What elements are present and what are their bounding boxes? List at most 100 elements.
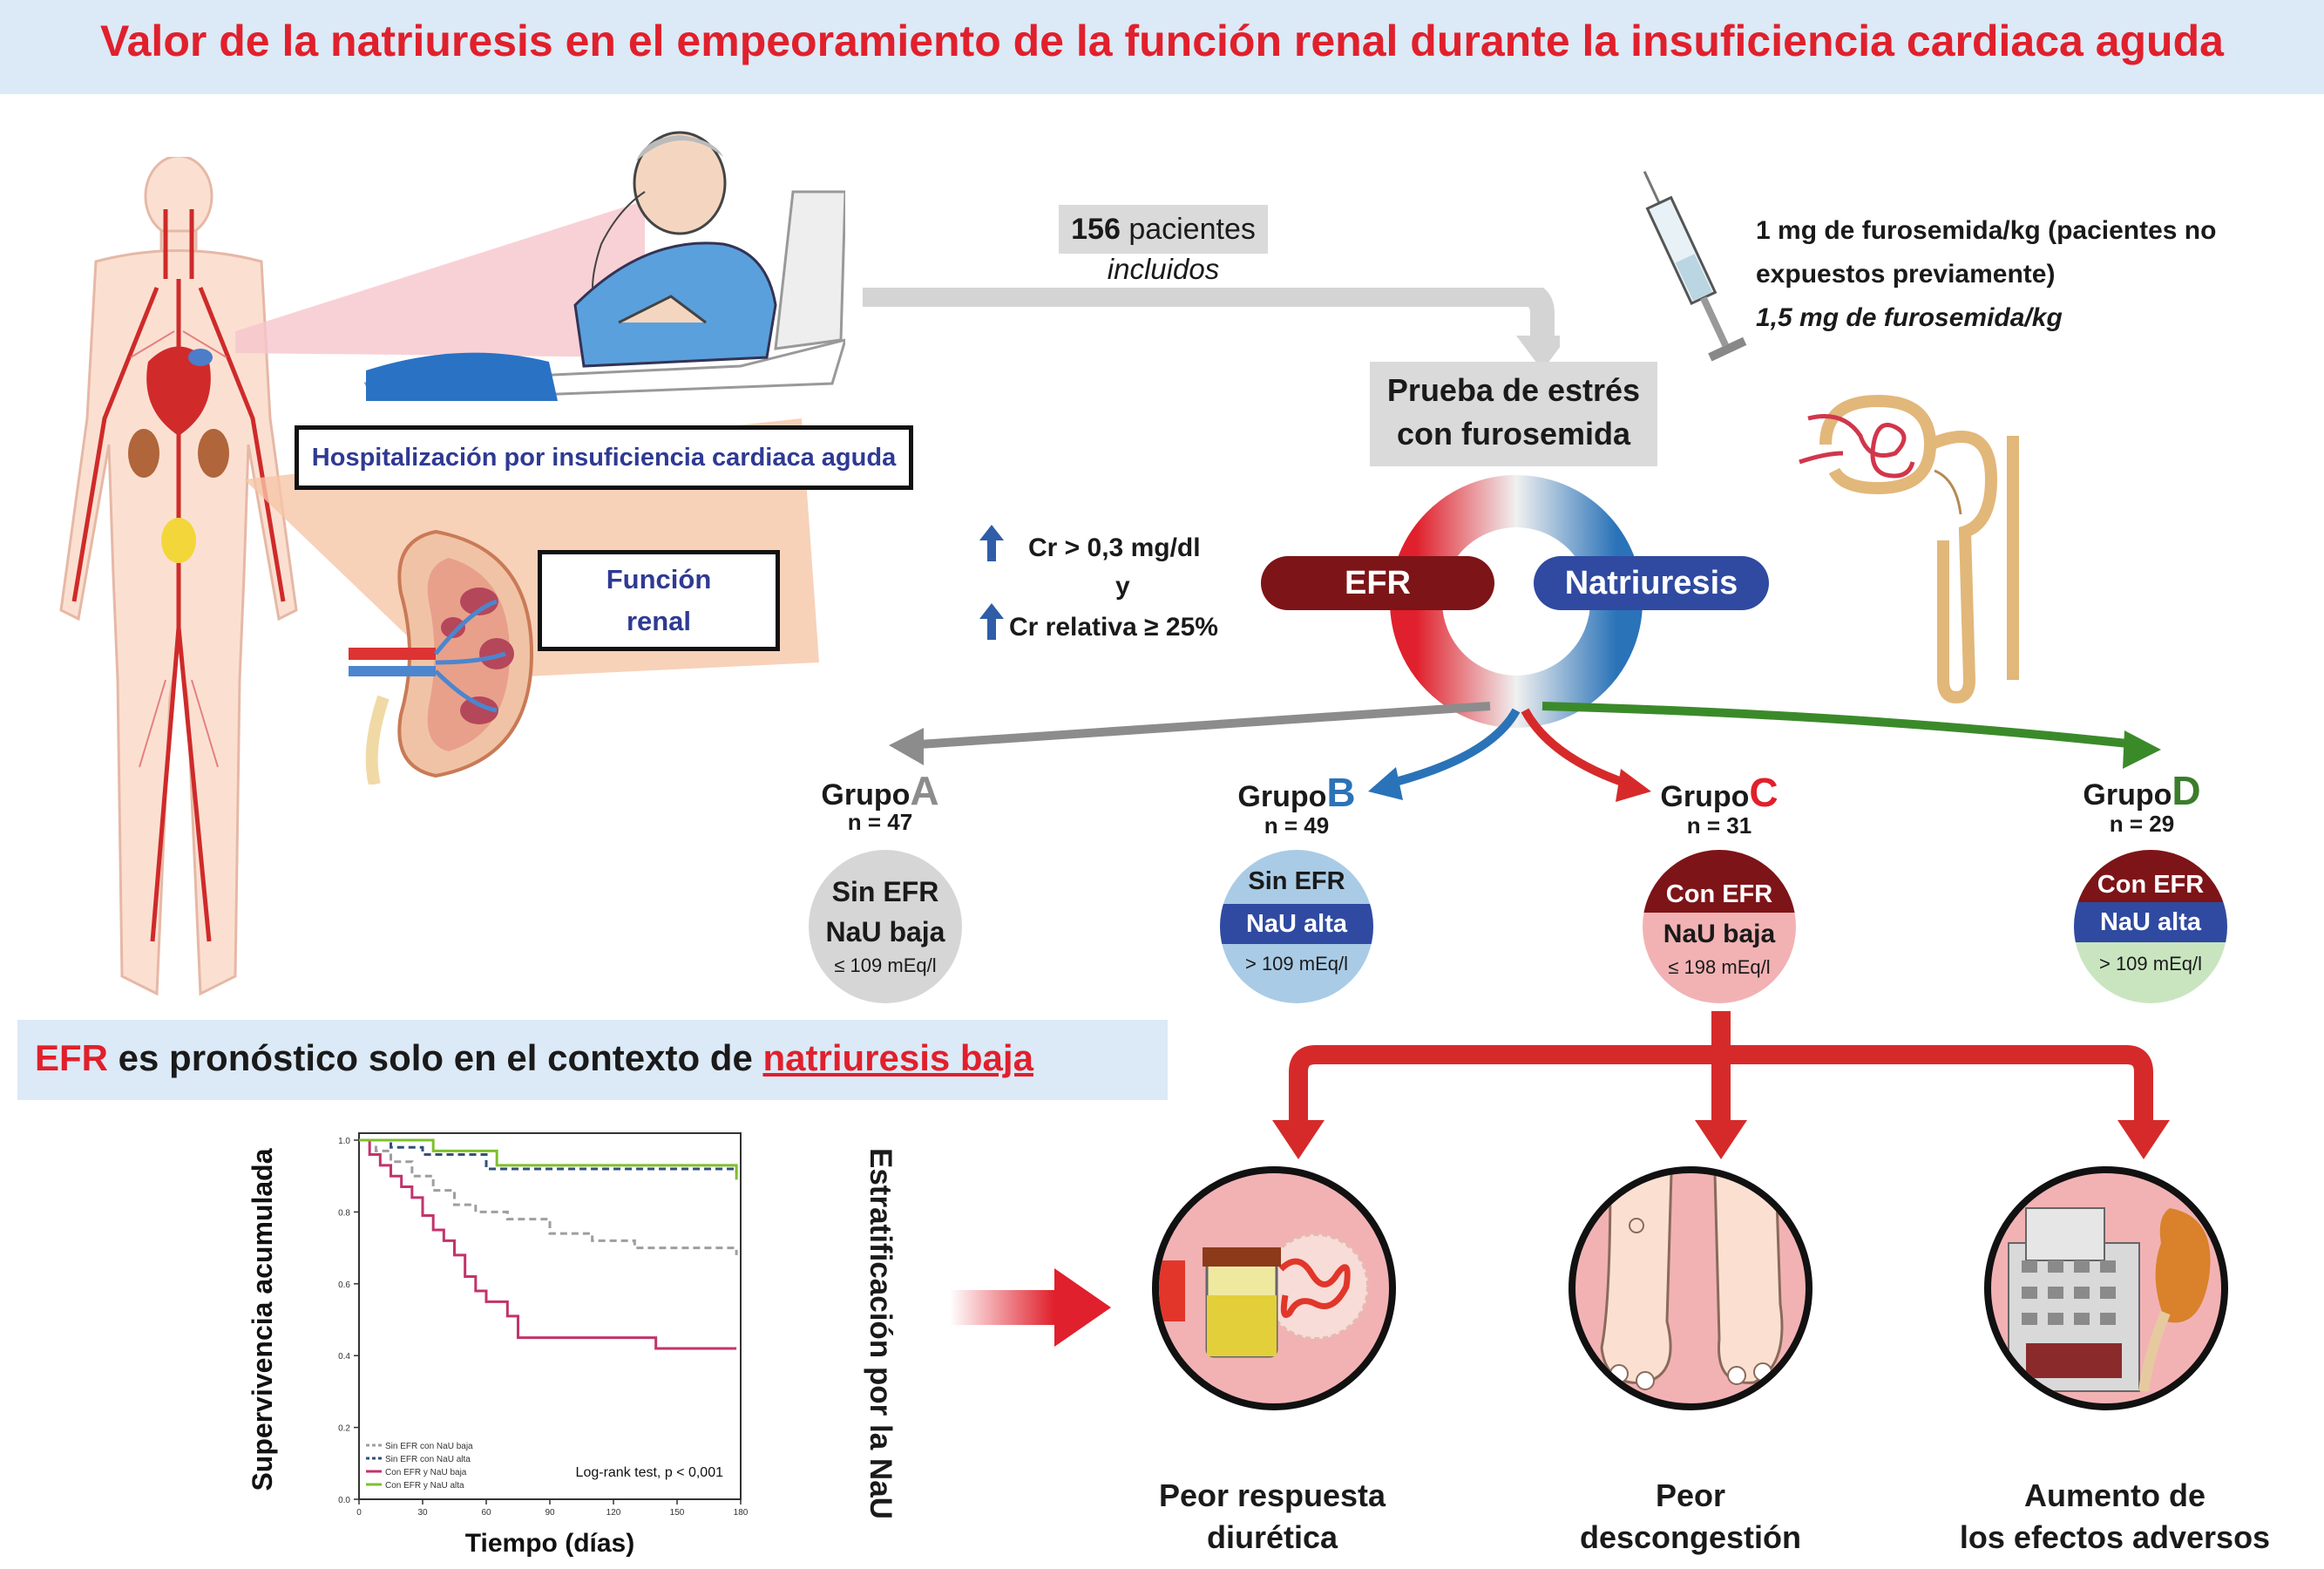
x-axis-label: Tiempo (días) <box>465 1529 634 1558</box>
furosemide-line2: expuestos previamente) <box>1756 260 2056 289</box>
nephron-illustration <box>1799 394 2019 704</box>
survival-curve-3 <box>359 1138 737 1350</box>
group-d-nau: NaU alta <box>2074 902 2227 942</box>
prognosis-natriuresis: natriuresis baja <box>762 1037 1033 1078</box>
group-a-n: n = 47 <box>847 809 913 835</box>
group-c-efr: Con EFR <box>1643 850 1796 913</box>
stress-test-line2: con furosemida <box>1396 416 1631 452</box>
outcome-decongestion-circle <box>1569 1166 1812 1410</box>
group-c-title: GrupoC <box>1623 769 1815 816</box>
title-band <box>0 0 2324 94</box>
outcome-adverse-label: Aumento de los efectos adversos <box>1941 1475 2289 1559</box>
x-tick-label: 120 <box>606 1508 621 1518</box>
patients-count-box: 156 pacientes <box>1059 205 1268 254</box>
x-tick-label: 60 <box>481 1508 491 1518</box>
group-branch-arrows <box>889 702 2161 802</box>
outcome-diuretic-line2: diurética <box>1206 1519 1338 1555</box>
natriuresis-pill: Natriuresis <box>1534 556 1769 610</box>
hospital-kidney-icon <box>2008 1207 2211 1392</box>
group-a-efr: Sin EFR <box>831 876 939 907</box>
y-tick-label: 1.0 <box>338 1137 350 1146</box>
group-b-word: Grupo <box>1237 780 1327 813</box>
stress-test-line1: Prueba de estrés <box>1386 372 1641 408</box>
efr-pill: EFR <box>1261 556 1494 610</box>
outcome-decongestion-label: Peor descongestión <box>1534 1475 1847 1559</box>
survival-curve-2 <box>359 1138 738 1173</box>
up-arrow-icon <box>979 525 1004 561</box>
group-c-nau: NaU baja <box>1663 920 1776 948</box>
renal-function-label: Función renal <box>538 550 780 651</box>
syringe-icon <box>1643 171 1747 362</box>
y-tick-label: 0.6 <box>338 1280 350 1290</box>
patient-bed-illustration <box>363 131 845 401</box>
group-a-letter: A <box>910 768 939 813</box>
prognosis-text: EFR es pronóstico solo en el contexto de… <box>35 1037 1033 1079</box>
outcome-adverse-line1: Aumento de <box>2023 1477 2205 1513</box>
group-d-efr: Con EFR <box>2074 850 2227 902</box>
patients-word: pacientes <box>1128 213 1256 246</box>
group-d-n: n = 29 <box>2109 811 2175 837</box>
outcome-diuretic-circle <box>1152 1166 1396 1410</box>
group-b-efr: Sin EFR <box>1248 867 1345 895</box>
group-c-threshold: ≤ 198 mEq/l <box>1668 956 1771 978</box>
survival-curve-1 <box>359 1138 738 1255</box>
legend-label: Con EFR y NaU baja <box>385 1468 467 1477</box>
prognosis-middle: es pronóstico solo en el contexto de <box>108 1037 763 1078</box>
criteria-line1: Cr > 0,3 mg/dl <box>1028 533 1201 562</box>
group-a-threshold: ≤ 109 mEq/l <box>834 954 937 976</box>
group-d-title: GrupoD <box>2046 767 2238 814</box>
kidney-illustration <box>349 529 534 784</box>
survival-curve-4 <box>359 1138 738 1180</box>
stress-test-box: Prueba de estrés con furosemida <box>1370 362 1657 466</box>
group-b-n: n = 49 <box>1264 812 1330 839</box>
group-b-nau: NaU alta <box>1220 904 1373 944</box>
outcome-diuretic-line1: Peor respuesta <box>1158 1477 1386 1513</box>
renal-label-line2: renal <box>626 606 692 636</box>
x-tick-label: 0 <box>356 1508 362 1518</box>
prognosis-banner <box>17 1020 1168 1100</box>
group-a-nau: NaU baja <box>825 916 945 948</box>
criteria-line3: Cr relativa ≥ 25% <box>1009 613 1218 642</box>
patient-zoom-wedge <box>235 200 645 357</box>
group-c-word: Grupo <box>1660 780 1750 813</box>
y-tick-label: 0.4 <box>338 1352 350 1362</box>
x-tick-label: 180 <box>734 1508 749 1518</box>
group-c-circle: Con EFR NaU baja ≤ 198 mEq/l <box>1643 850 1796 1003</box>
outcome-branch-arrows <box>1272 1011 2170 1159</box>
x-tick-label: 150 <box>670 1508 685 1518</box>
up-arrow-icon <box>979 603 1004 640</box>
group-b-circle: Sin EFR NaU alta > 109 mEq/l <box>1220 850 1373 1003</box>
stratification-label-wrap: Estratificación por la NaU <box>864 1148 924 1519</box>
outcome-decongestion-line1: Peor <box>1655 1477 1726 1513</box>
group-b-title: GrupoB <box>1201 769 1392 816</box>
criteria-line2: y <box>1115 572 1130 601</box>
prognosis-efr: EFR <box>35 1037 108 1078</box>
swollen-feet-icon <box>1600 1173 1784 1390</box>
group-b-threshold: > 109 mEq/l <box>1244 953 1348 975</box>
renal-label-line1: Función <box>606 564 712 594</box>
outcome-adverse-line2: los efectos adversos <box>1959 1519 2271 1555</box>
hospitalization-label: Hospitalización por insuficiencia cardia… <box>295 425 913 490</box>
group-d-word: Grupo <box>2083 778 2172 812</box>
group-d-circle: Con EFR NaU alta > 109 mEq/l <box>2074 850 2227 1003</box>
outcome-decongestion-line2: descongestión <box>1579 1519 1802 1555</box>
legend-label: Sin EFR con NaU baja <box>385 1442 473 1451</box>
group-a-title: GrupoA <box>784 767 976 814</box>
furosemide-line1: 1 mg de furosemida/kg (pacientes no <box>1756 216 2217 245</box>
group-c-n: n = 31 <box>1686 812 1752 839</box>
y-tick-label: 0.2 <box>338 1424 350 1434</box>
group-d-threshold: > 109 mEq/l <box>2098 953 2202 975</box>
stratification-label: Estratificación por la NaU <box>864 1148 898 1519</box>
group-a-word: Grupo <box>821 778 911 812</box>
x-tick-label: 30 <box>417 1508 428 1518</box>
y-tick-label: 0.0 <box>338 1496 350 1505</box>
y-axis-label: Supervivencia acumulada <box>247 1148 278 1491</box>
group-d-letter: D <box>2172 768 2201 813</box>
group-b-letter: B <box>1326 770 1356 815</box>
plot-frame <box>358 1132 742 1500</box>
legend-label: Sin EFR con NaU alta <box>385 1455 471 1464</box>
group-a-circle: Sin EFR NaU baja ≤ 109 mEq/l <box>809 850 962 1003</box>
group-c-letter: C <box>1749 770 1779 815</box>
furosemide-line3: 1,5 mg de furosemida/kg <box>1756 303 2063 332</box>
